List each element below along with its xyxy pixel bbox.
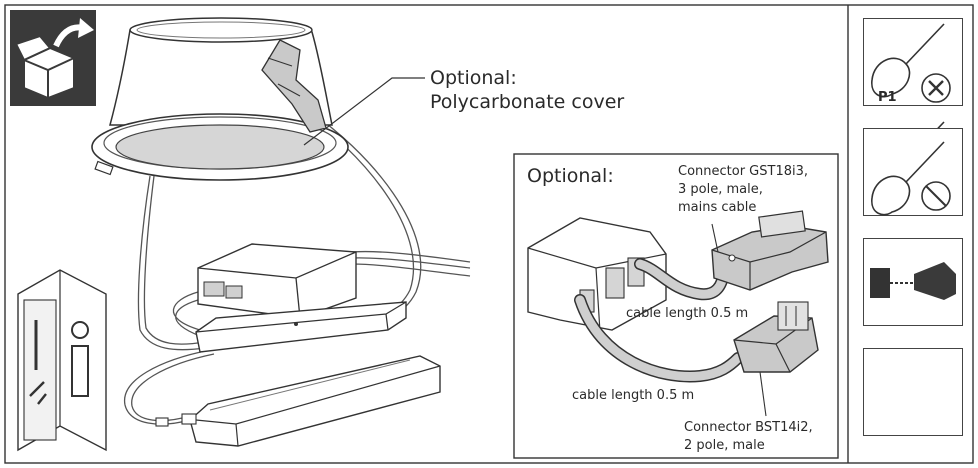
- lower-cable: [574, 294, 744, 383]
- led-driver: [195, 301, 407, 353]
- cover-label-line1: Optional:: [430, 67, 517, 89]
- tool-box-screwdriver-forbidden: [863, 128, 963, 216]
- screwdriver-p1-label: P1: [878, 90, 897, 105]
- manual-icon: [17, 269, 107, 452]
- battery-pack: [155, 355, 441, 447]
- inset-title: Optional:: [527, 165, 614, 187]
- gst-label-line1: Connector GST18i3,: [678, 164, 809, 179]
- unbox-icon: [10, 10, 96, 106]
- gst-leader-line: [711, 223, 719, 253]
- connector-bst14i2: [733, 301, 819, 373]
- gst-label-line2: 3 pole, male,: [678, 182, 763, 197]
- cover-label-line2: Polycarbonate cover: [430, 91, 625, 113]
- cover-leader-line: [303, 77, 425, 146]
- cable-length-lower: cable length 0.5 m: [572, 388, 695, 403]
- cable-length-upper: cable length 0.5 m: [626, 306, 749, 321]
- bst-leader-line: [759, 371, 767, 417]
- bst-label-line1: Connector BST14i2,: [684, 420, 813, 435]
- outer-frame: [4, 4, 974, 464]
- mains-cable: [634, 258, 730, 301]
- gst-label-line3: mains cable: [678, 200, 757, 215]
- connector-gst18i3: [711, 210, 829, 291]
- bst-label-line2: 2 pole, male: [684, 438, 765, 453]
- downlight-housing: [91, 17, 349, 181]
- connection-box: [197, 243, 357, 319]
- tool-box-drill: [863, 238, 963, 326]
- empty-tool-slot: [863, 348, 963, 436]
